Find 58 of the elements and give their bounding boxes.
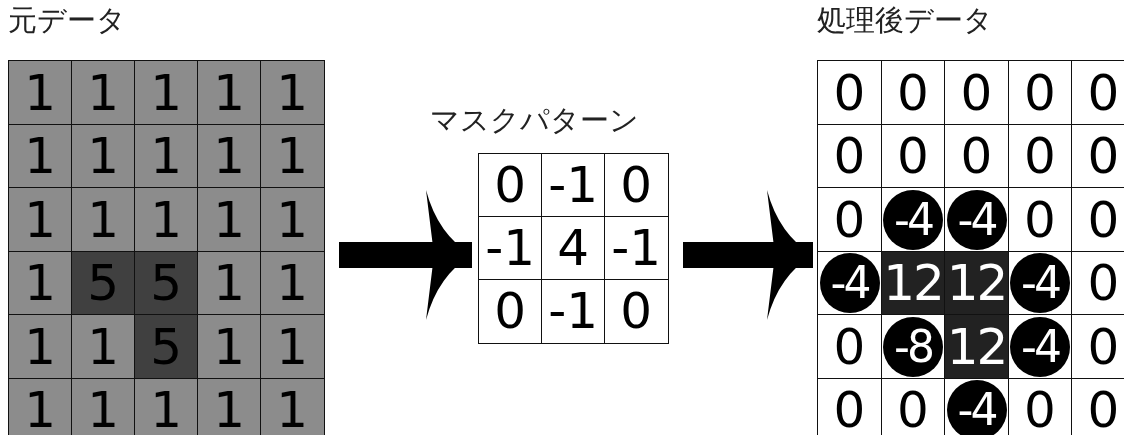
table-cell: 1 — [197, 250, 262, 316]
table-cell: 1 — [8, 377, 73, 435]
number-badge: -4 — [819, 253, 880, 313]
table-cell: 1 — [134, 123, 199, 189]
table-cell: 0 — [478, 279, 543, 344]
table-cell: 4 — [541, 216, 606, 281]
table-cell: 0 — [1071, 187, 1124, 252]
table-cell: 1 — [134, 377, 199, 435]
table-cell: 1 — [197, 123, 262, 189]
table-cell: 0 — [817, 60, 882, 125]
number-badge: -4 — [883, 189, 943, 250]
table-cell: 1 — [260, 314, 325, 379]
table-cell: 1 — [260, 250, 325, 316]
table-cell: 1 — [197, 187, 262, 252]
table-cell: 5 — [71, 250, 136, 316]
table-cell: 1 — [71, 123, 136, 189]
heading: マスクパターン — [430, 102, 639, 139]
table-cell: 1 — [260, 60, 325, 125]
table-cell: 0 — [604, 279, 669, 344]
table-cell: -1 — [478, 216, 543, 281]
table-cell: 0 — [604, 153, 669, 218]
table-cell: 1 — [197, 377, 262, 435]
table-cell: 12 — [944, 250, 1009, 316]
table-cell: 1 — [8, 314, 73, 379]
table-cell: 0 — [944, 60, 1009, 125]
table-cell: 0 — [1071, 60, 1124, 125]
heading: 処理後データ — [817, 2, 993, 39]
table-cell: -1 — [604, 216, 669, 281]
table-cell: 1 — [71, 314, 136, 379]
number-badge: -4 — [1010, 316, 1070, 377]
heading: 元データ — [8, 2, 126, 39]
table-cell: 1 — [8, 250, 73, 316]
table-cell: -1 — [541, 279, 606, 344]
number-badge: -4 — [1010, 253, 1070, 313]
table-cell: 1 — [71, 187, 136, 252]
table-cell: 1 — [8, 123, 73, 189]
table-cell: 0 — [478, 153, 543, 218]
table-cell: 1 — [8, 187, 73, 252]
table-cell: 0 — [817, 314, 882, 379]
table-cell: 5 — [134, 314, 199, 379]
table-cell: 5 — [134, 250, 199, 316]
table-cell: 1 — [260, 123, 325, 189]
table-cell: 1 — [134, 60, 199, 125]
table-cell: 1 — [197, 314, 262, 379]
number-badge: -8 — [883, 316, 943, 377]
table-cell: -1 — [541, 153, 606, 218]
table-cell: 0 — [817, 187, 882, 252]
table-cell: 1 — [71, 377, 136, 435]
table-cell: 1 — [134, 187, 199, 252]
table-cell: 1 — [71, 60, 136, 125]
table-cell: 1 — [260, 377, 325, 435]
table-cell: 1 — [260, 187, 325, 252]
table-cell: 0 — [1071, 314, 1124, 379]
table-cell: 1 — [197, 60, 262, 125]
table-cell: 12 — [944, 314, 1009, 379]
number-badge: -4 — [946, 380, 1007, 435]
number-badge: -4 — [946, 189, 1007, 250]
table-cell: 1 — [8, 60, 73, 125]
